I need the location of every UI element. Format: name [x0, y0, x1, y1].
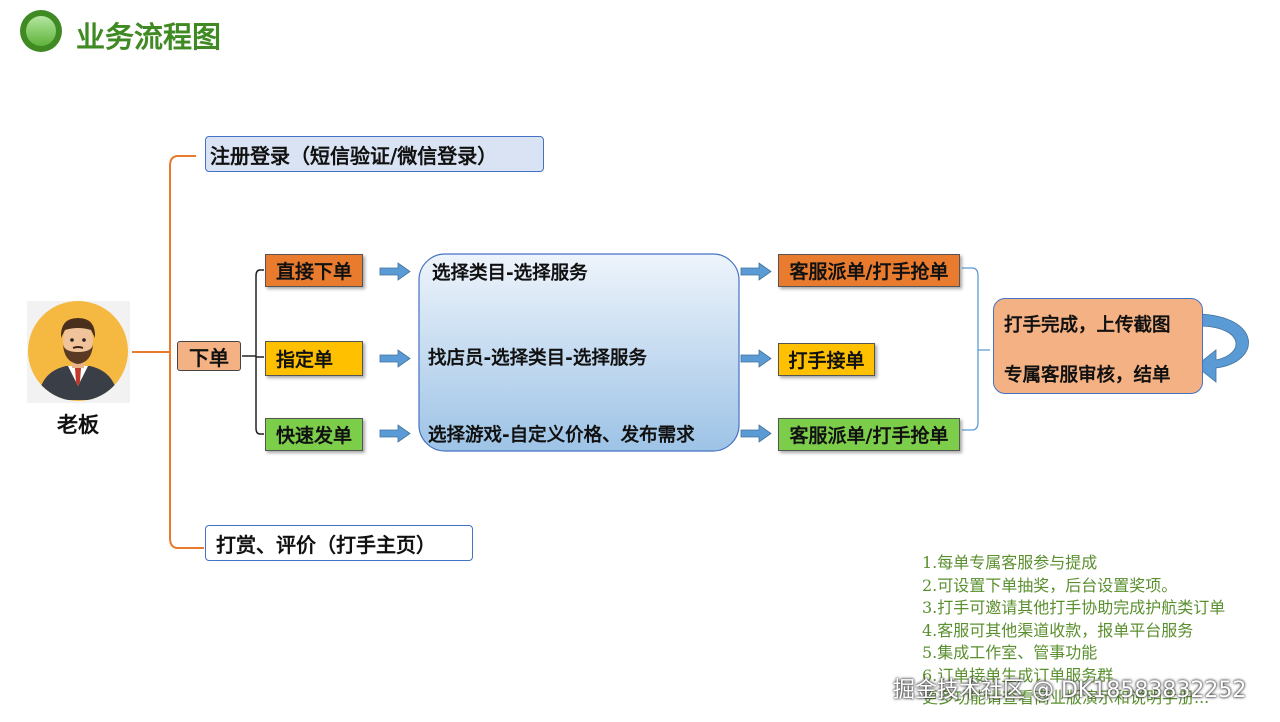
reward-review-node: 打赏、评价（打手主页） [205, 525, 473, 561]
bracket-results [962, 267, 990, 431]
completion-node: 打手完成，上传截图 专属客服审核，结单 [993, 298, 1203, 394]
feature-notes: 1.每单专属客服参与提成 2.可设置下单抽奖，后台设置奖项。 3.打手可邀请其他… [922, 552, 1225, 710]
page-title: 业务流程图 [76, 20, 222, 54]
arrow-right-icon [379, 262, 411, 281]
arrow-right-icon [740, 424, 772, 443]
accept-order-node: 打手接单 [778, 343, 875, 376]
note-item: 2.可设置下单抽奖，后台设置奖项。 [922, 575, 1178, 595]
note-item: 5.集成工作室、管事功能 [922, 643, 1098, 662]
place-order-node: 下单 [177, 341, 241, 371]
arrow-right-icon [379, 424, 411, 443]
note-item: 1.每单专属客服参与提成 [922, 553, 1098, 572]
step-direct-text: 选择类目-选择服务 [432, 263, 588, 284]
cycle-arrow-icon [1195, 313, 1249, 383]
register-login-node: 注册登录（短信验证/微信登录） [205, 136, 544, 172]
note-item: 6.订单接单生成订单服务群 [922, 665, 1114, 685]
complete-text: 打手完成，上传截图 [1004, 315, 1171, 336]
note-item: 3.打手可邀请其他打手协助完成护航类订单 [922, 598, 1226, 617]
review-text: 专属客服审核，结单 [1004, 365, 1171, 386]
dispatch-node-2: 客服派单/打手抢单 [778, 418, 960, 451]
arrow-right-icon [740, 262, 772, 281]
title-logo-inner [26, 16, 56, 46]
note-item: 更多功能请查看商业版演示和说明手册... [922, 688, 1210, 707]
direct-order-node: 直接下单 [265, 254, 363, 287]
steps-container [418, 253, 740, 452]
note-item: 4.客服可其他渠道收款，报单平台服务 [922, 620, 1194, 640]
bracket-order-types [255, 269, 264, 435]
quick-order-node: 快速发单 [265, 418, 363, 451]
arrow-right-icon [379, 349, 411, 368]
dispatch-node-1: 客服派单/打手抢单 [778, 254, 960, 287]
boss-avatar-icon [28, 301, 128, 401]
boss-label: 老板 [57, 413, 99, 437]
step-quick-text: 选择游戏-自定义价格、发布需求 [428, 425, 695, 446]
step-assigned-text: 找店员-选择类目-选择服务 [428, 348, 647, 369]
bracket-main [169, 155, 204, 549]
assigned-order-node: 指定单 [265, 341, 363, 376]
arrow-right-icon [740, 349, 772, 368]
watermark-text: 掘金技术社区 @ DK18583832252 [893, 678, 1247, 703]
